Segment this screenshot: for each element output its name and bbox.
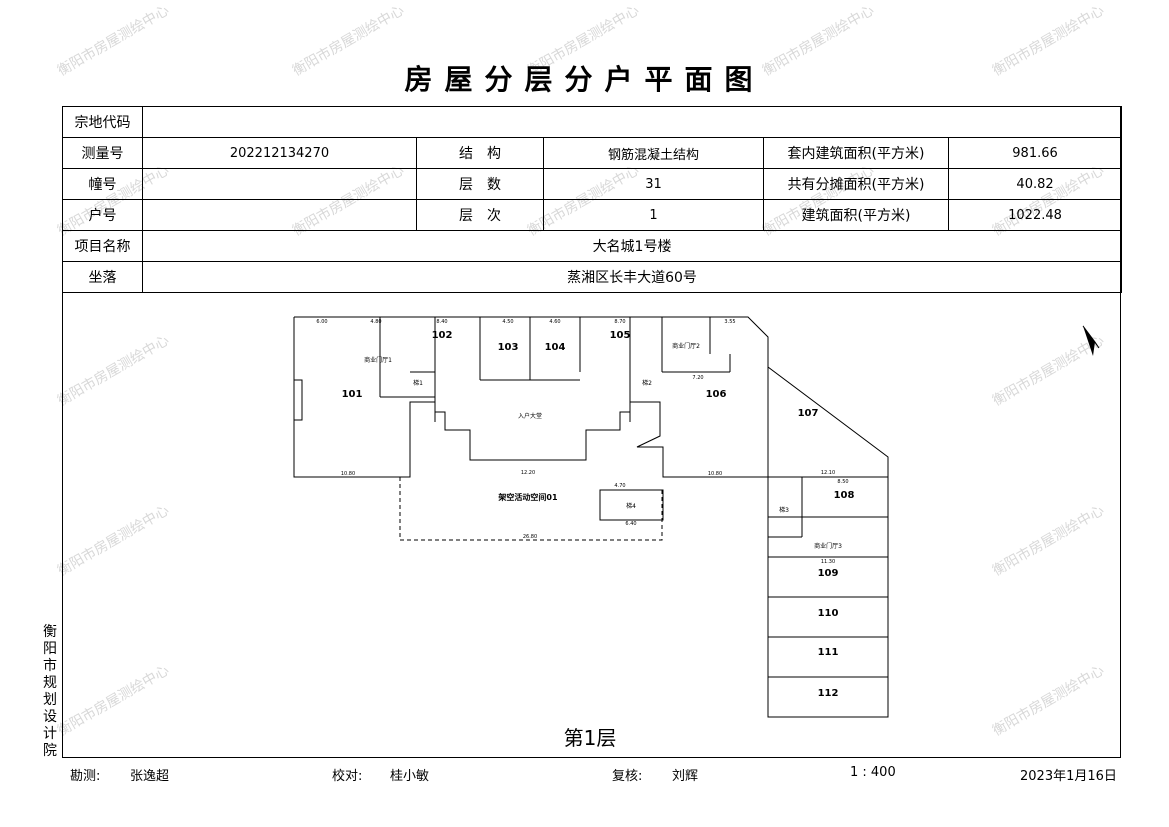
dim-label: 26.80	[523, 534, 537, 540]
review-name: 刘辉	[672, 769, 699, 784]
dim-label: 8.70	[614, 319, 625, 325]
room-111: 111	[818, 647, 839, 658]
stair1-label: 梯1	[413, 379, 423, 387]
room-106: 106	[706, 389, 727, 400]
dim-label: 12.10	[821, 470, 835, 476]
compass-icon	[1082, 325, 1100, 356]
dim-label: 8.40	[436, 319, 447, 325]
dim-label: 11.30	[821, 559, 835, 565]
unit-no-value	[142, 199, 417, 231]
overhead-space-outline	[399, 477, 663, 541]
dim-label: 4.70	[614, 483, 625, 489]
check-label: 校对:	[332, 769, 363, 784]
dim-label: 6.40	[625, 521, 636, 527]
room-104: 104	[545, 342, 566, 353]
shop1-label: 商业门厅1	[364, 356, 392, 364]
floor-label: 层 次	[416, 199, 544, 231]
dim-label: 10.80	[341, 471, 355, 477]
room-105: 105	[610, 330, 631, 341]
check-name: 桂小敏	[390, 769, 430, 784]
dim-label: 10.80	[708, 471, 722, 477]
door-marker	[293, 379, 303, 421]
room-108: 108	[834, 490, 855, 501]
building-no-label: 幢号	[62, 168, 143, 200]
shared-area-label: 共有分摊面积(平方米)	[763, 168, 949, 200]
scale: 1 : 400	[850, 765, 896, 780]
floors-label: 层 数	[416, 168, 544, 200]
dim-label: 3.55	[724, 319, 735, 325]
stair3-label: 梯3	[779, 506, 789, 514]
location-value: 蒸湘区长丰大道60号	[141, 261, 1123, 293]
inner-area-value: 981.66	[947, 137, 1123, 169]
build-area-value: 1022.48	[947, 199, 1123, 231]
unit-no-label: 户号	[62, 199, 143, 231]
parcel-code-value	[141, 106, 1123, 138]
survey-name: 张逸超	[130, 769, 170, 784]
room-101: 101	[342, 389, 363, 400]
building-no-value	[142, 168, 417, 200]
shared-area-value: 40.82	[947, 168, 1123, 200]
structure-value: 钢筋混凝土结构	[543, 137, 764, 169]
floor-value: 1	[543, 199, 764, 231]
parcel-code-label: 宗地代码	[62, 106, 143, 138]
floor-plan: 101 102 103 104 105 106 107 108 109 110 …	[293, 316, 889, 718]
floor-title: 第1层	[563, 726, 617, 750]
dim-label: 4.80	[370, 319, 381, 325]
dim-label: 7.20	[692, 375, 703, 381]
survey-no-label: 测量号	[62, 137, 143, 169]
survey-label: 勘测:	[70, 769, 101, 784]
dim-label: 8.50	[837, 479, 848, 485]
lobby-label: 入户大堂	[518, 412, 542, 420]
dim-label: 4.60	[549, 319, 560, 325]
date: 2023年1月16日	[1020, 769, 1117, 784]
room-107: 107	[798, 408, 819, 419]
dim-label: 4.50	[502, 319, 513, 325]
structure-label: 结 构	[416, 137, 544, 169]
side-organization: 衡阳市规划设计院	[43, 624, 57, 759]
room-103: 103	[498, 342, 519, 353]
stair4-label: 梯4	[626, 502, 636, 510]
inner-area-label: 套内建筑面积(平方米)	[763, 137, 949, 169]
project-label: 项目名称	[62, 230, 143, 262]
project-value: 大名城1号楼	[141, 230, 1123, 262]
shop2-label: 商业门厅2	[672, 342, 700, 350]
room-110: 110	[818, 608, 839, 619]
room-112: 112	[818, 688, 839, 699]
room-109: 109	[818, 568, 839, 579]
dim-label: 6.00	[316, 319, 327, 325]
page-title: 房屋分层分户平面图	[404, 63, 765, 96]
info-table: 宗地代码 测量号 202212134270 结 构 钢筋混凝土结构 套内建筑面积…	[62, 106, 1123, 293]
location-label: 坐落	[62, 261, 143, 293]
room-102: 102	[432, 330, 453, 341]
overhead-space-label: 架空活动空间01	[497, 492, 558, 502]
shop3-label: 商业门厅3	[814, 542, 842, 550]
survey-no-value: 202212134270	[142, 137, 417, 169]
review-label: 复核:	[612, 769, 643, 784]
build-area-label: 建筑面积(平方米)	[763, 199, 949, 231]
floors-value: 31	[543, 168, 764, 200]
stair2-label: 梯2	[642, 379, 652, 387]
dim-label: 12.20	[521, 470, 535, 476]
